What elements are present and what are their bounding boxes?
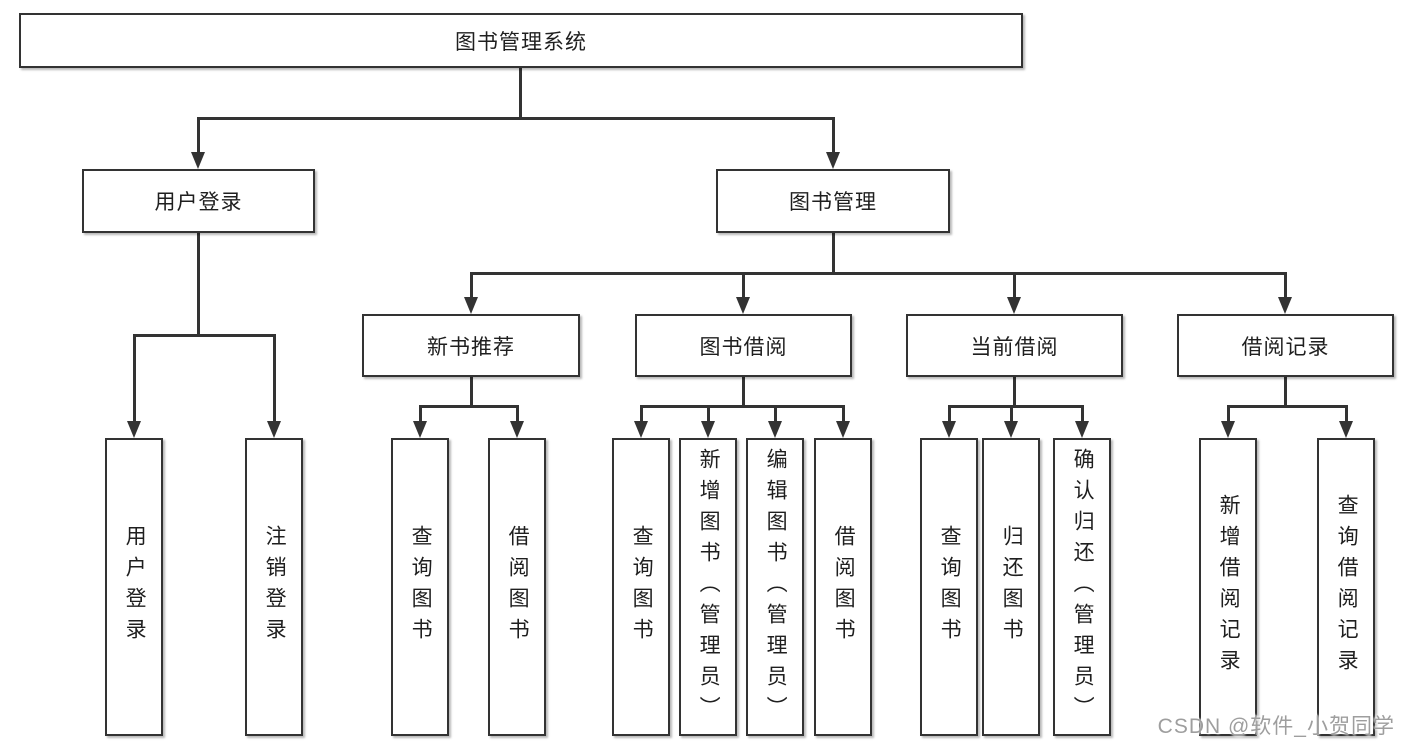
node-user-login-group: 用户登录 [82, 169, 315, 233]
connector-line [469, 377, 473, 408]
node-borrow-records: 借阅记录 [1177, 314, 1394, 377]
leaf-borrow-books-label: 借阅图书 [832, 525, 856, 649]
arrow-down-icon [767, 421, 782, 438]
connector-line [831, 117, 835, 154]
node-borrow-records-label: 借阅记录 [1241, 335, 1330, 359]
leaf-add-book-admin: 新增图书（管理员） [679, 438, 737, 736]
arrow-down-icon [509, 421, 524, 438]
leaf-add-borrow-record-label: 新增借阅记录 [1217, 494, 1241, 680]
leaf-query-books-recommend-label: 查询图书 [409, 525, 433, 649]
connector-line [1284, 377, 1287, 408]
leaf-confirm-return-admin-label: 确认归还（管理员） [1071, 447, 1095, 727]
node-current-borrow: 当前借阅 [906, 314, 1123, 377]
node-book-borrow-label: 图书借阅 [699, 335, 788, 359]
leaf-add-borrow-record: 新增借阅记录 [1199, 438, 1257, 736]
connector-line [1344, 405, 1348, 423]
arrow-down-icon [1338, 421, 1353, 438]
leaf-logout-label: 注销登录 [263, 525, 287, 649]
connector-line [469, 272, 1287, 275]
leaf-return-book: 归还图书 [982, 438, 1040, 736]
connector-line [1284, 272, 1287, 299]
arrow-down-icon [1278, 297, 1292, 314]
arrow-down-icon [266, 421, 281, 438]
connector-line [132, 334, 276, 337]
connector-line [1012, 377, 1016, 408]
node-new-book-recommend-label: 新书推荐 [427, 335, 515, 359]
leaf-edit-book-admin-label: 编辑图书（管理员） [764, 447, 788, 727]
arrow-down-icon [1220, 421, 1235, 438]
node-current-borrow-label: 当前借阅 [970, 335, 1059, 359]
connector-line [831, 233, 835, 273]
connector-line [1226, 405, 1348, 408]
node-library-system-label: 图书管理系统 [455, 30, 587, 54]
connector-line [418, 405, 422, 423]
arrow-down-icon [700, 421, 715, 438]
node-library-system: 图书管理系统 [19, 13, 1023, 68]
arrow-down-icon [835, 421, 850, 438]
connector-line [947, 405, 1084, 408]
arrow-down-icon [941, 421, 956, 438]
connector-line [773, 405, 777, 423]
leaf-query-books-recommend: 查询图书 [391, 438, 449, 736]
leaf-query-books-borrow: 查询图书 [612, 438, 670, 736]
node-user-login-group-label: 用户登录 [154, 191, 243, 214]
leaf-query-books-current: 查询图书 [920, 438, 978, 736]
arrow-down-icon [1006, 297, 1021, 314]
connector-line [515, 405, 519, 423]
arrow-down-icon [633, 421, 648, 438]
connector-line [841, 405, 845, 423]
leaf-query-borrow-record-label: 查询借阅记录 [1335, 494, 1359, 680]
leaf-user-login: 用户登录 [105, 438, 163, 736]
connector-line [1009, 405, 1013, 423]
leaf-query-books-current-label: 查询图书 [938, 525, 962, 649]
connector-line [272, 334, 276, 423]
arrow-down-icon [735, 297, 750, 314]
leaf-borrow-books-recommend-label: 借阅图书 [506, 525, 530, 649]
connector-line [518, 68, 522, 118]
leaf-add-book-admin-label: 新增图书（管理员） [697, 447, 721, 727]
connector-line [947, 405, 951, 423]
connector-line [741, 272, 745, 299]
arrow-down-icon [190, 152, 205, 169]
leaf-return-book-label: 归还图书 [1000, 525, 1024, 649]
connector-line [1226, 405, 1230, 423]
connector-line [418, 405, 519, 408]
connector-line [706, 405, 710, 423]
leaf-confirm-return-admin: 确认归还（管理员） [1053, 438, 1111, 736]
connector-line [469, 272, 473, 299]
node-book-borrow: 图书借阅 [635, 314, 852, 377]
leaf-user-login-label: 用户登录 [123, 525, 147, 649]
connector-line [196, 117, 200, 154]
arrow-down-icon [1074, 421, 1089, 438]
leaf-borrow-books-recommend: 借阅图书 [488, 438, 546, 736]
leaf-query-books-borrow-label: 查询图书 [630, 525, 654, 649]
connector-line [196, 233, 200, 335]
watermark: CSDN @软件_小贺同学 [1157, 715, 1395, 738]
connector-line [196, 117, 835, 120]
connector-line [639, 405, 845, 408]
arrow-down-icon [1003, 421, 1018, 438]
node-new-book-recommend: 新书推荐 [362, 314, 580, 377]
leaf-logout: 注销登录 [245, 438, 303, 736]
leaf-borrow-books: 借阅图书 [814, 438, 872, 736]
arrow-down-icon [825, 152, 840, 169]
arrow-down-icon [463, 297, 478, 314]
arrow-down-icon [126, 421, 141, 438]
connector-line [1012, 272, 1016, 299]
connector-line [741, 377, 745, 408]
node-book-management-label: 图书管理 [789, 191, 877, 214]
connector-line [639, 405, 643, 423]
node-book-management: 图书管理 [716, 169, 950, 233]
arrow-down-icon [412, 421, 427, 438]
connector-line [1080, 405, 1084, 423]
leaf-edit-book-admin: 编辑图书（管理员） [746, 438, 804, 736]
connector-line [132, 334, 136, 423]
leaf-query-borrow-record: 查询借阅记录 [1317, 438, 1375, 736]
